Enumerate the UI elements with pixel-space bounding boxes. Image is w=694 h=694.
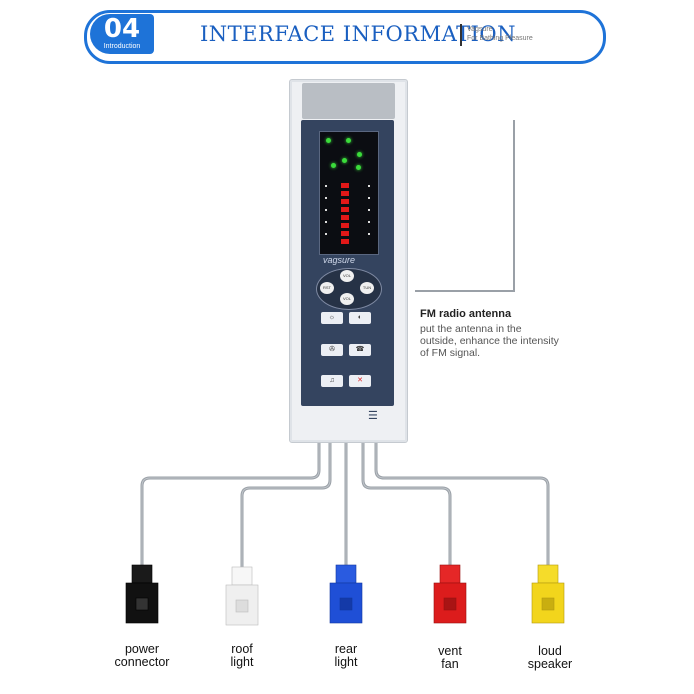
label-loud-speaker: loud speaker bbox=[510, 645, 590, 671]
device-logo: vagsure bbox=[323, 255, 356, 265]
antenna-title: FM radio antenna bbox=[420, 308, 512, 320]
scale-tick bbox=[325, 209, 327, 211]
phone-icon: ☎ bbox=[355, 346, 365, 353]
tune-button[interactable]: TUN bbox=[360, 282, 374, 294]
section-number: 04 bbox=[103, 14, 141, 44]
cable-roof bbox=[240, 440, 332, 567]
led-display bbox=[319, 131, 379, 255]
brand-tagline: For Bathing Pleasure bbox=[467, 35, 533, 42]
light-icon: ☼ bbox=[328, 314, 336, 321]
label-line: loud bbox=[538, 644, 562, 658]
label-rear-light: rear light bbox=[306, 643, 386, 669]
fm-icon: ♫ bbox=[329, 377, 335, 384]
section-badge: 04 Introduction bbox=[90, 14, 154, 54]
connector-fan bbox=[433, 564, 467, 624]
scale-tick bbox=[325, 197, 327, 199]
level-segment bbox=[341, 215, 349, 220]
antenna-description: put the antenna in the outside, enhance … bbox=[420, 323, 559, 359]
label-line: light bbox=[230, 655, 254, 669]
scale-tick bbox=[325, 185, 327, 187]
label-line: light bbox=[334, 655, 358, 669]
connector-roof bbox=[225, 566, 259, 626]
label-line: power bbox=[124, 642, 160, 656]
indicator-led bbox=[326, 138, 331, 143]
indicator-led bbox=[346, 138, 351, 143]
fm-antenna-wire bbox=[415, 120, 515, 292]
light-button[interactable]: ☼ bbox=[321, 312, 343, 324]
brand-block: Vagsure For Bathing Pleasure bbox=[467, 25, 533, 43]
section-title: INTERFACE INFORMATION bbox=[200, 22, 516, 46]
indicator-led bbox=[357, 152, 362, 157]
indicator-led bbox=[356, 165, 361, 170]
label-line: roof bbox=[231, 642, 253, 656]
mute-button[interactable]: ✕ bbox=[349, 375, 371, 387]
scale-tick bbox=[325, 221, 327, 223]
level-segment bbox=[341, 183, 349, 188]
label-line: vent bbox=[438, 644, 462, 658]
label-line: rear bbox=[334, 642, 358, 656]
level-segment bbox=[341, 223, 349, 228]
section-header: 04 Introduction INTERFACE INFORMATION Va… bbox=[84, 10, 606, 64]
level-segment bbox=[341, 207, 349, 212]
header-frame bbox=[84, 10, 606, 64]
scale-tick bbox=[368, 221, 370, 223]
label-roof-light: roof light bbox=[202, 643, 282, 669]
vol-down-button[interactable]: VOL bbox=[340, 293, 354, 305]
level-segment bbox=[341, 191, 349, 196]
label-vent-fan: vent fan bbox=[410, 645, 490, 671]
level-segment bbox=[341, 199, 349, 204]
label-line: connector bbox=[114, 655, 170, 669]
section-caption: Introduction bbox=[103, 43, 141, 50]
brand-name: Vagsure bbox=[467, 26, 493, 33]
scale-tick bbox=[368, 233, 370, 235]
scale-tick bbox=[368, 209, 370, 211]
reset-button[interactable]: RST bbox=[320, 282, 334, 294]
vol-up-button[interactable]: VOL bbox=[340, 270, 354, 282]
label-line: speaker bbox=[527, 657, 573, 671]
scale-tick bbox=[368, 197, 370, 199]
device-top-strip bbox=[302, 83, 395, 119]
header-divider bbox=[460, 24, 462, 46]
scale-tick bbox=[325, 233, 327, 235]
scale-tick bbox=[368, 185, 370, 187]
cable-power bbox=[140, 440, 321, 565]
indicator-led bbox=[331, 163, 336, 168]
level-segment bbox=[341, 239, 349, 244]
connector-rear bbox=[329, 564, 363, 624]
mode-icon: ◐ bbox=[357, 314, 363, 321]
mute-icon: ✕ bbox=[357, 377, 363, 384]
indicator-led bbox=[342, 158, 347, 163]
connector-power bbox=[125, 564, 159, 624]
label-line: fan bbox=[441, 657, 459, 671]
cable-speaker bbox=[374, 440, 550, 565]
fm-button[interactable]: ♫ bbox=[321, 375, 343, 387]
fan-icon: ✇ bbox=[329, 346, 335, 353]
mode-button[interactable]: ◐ bbox=[349, 312, 371, 324]
label-power-connector: power connector bbox=[102, 643, 182, 669]
fan-button[interactable]: ✇ bbox=[321, 344, 343, 356]
device-port-icon: ☰ bbox=[368, 410, 378, 422]
connector-speaker bbox=[531, 564, 565, 624]
phone-button[interactable]: ☎ bbox=[349, 344, 371, 356]
level-segment bbox=[341, 231, 349, 236]
